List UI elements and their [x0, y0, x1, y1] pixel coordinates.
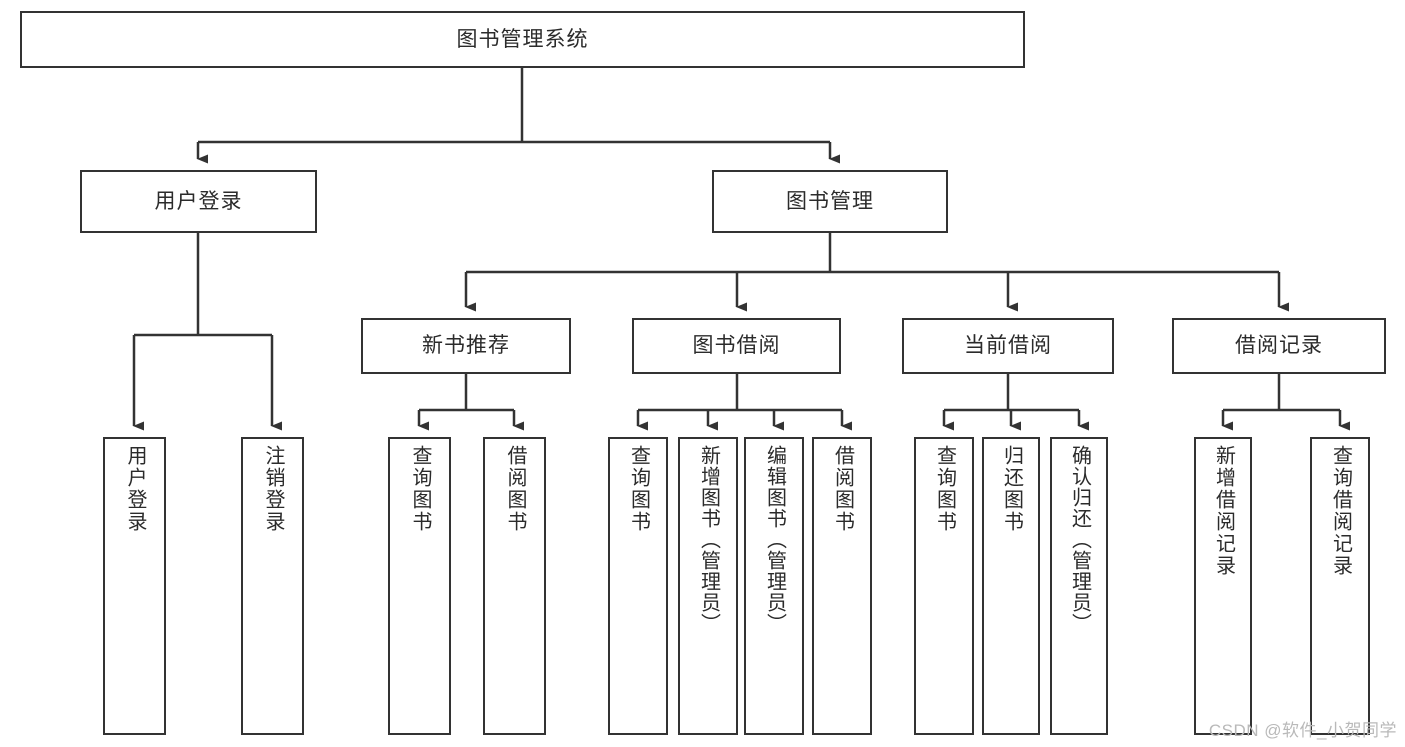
- node-leaf-3-label: 借阅图书: [504, 445, 526, 533]
- node-leaf-1[interactable]: 注销登录: [241, 437, 304, 735]
- node-leaf-6[interactable]: 编辑图书（管理员）: [744, 437, 804, 735]
- node-level1-1[interactable]: 图书管理: [712, 170, 948, 233]
- node-root-label: 图书管理系统: [456, 27, 589, 51]
- node-leaf-0-label: 用户登录: [124, 445, 146, 533]
- node-leaf-7-label: 借阅图书: [831, 445, 854, 533]
- node-leaf-2[interactable]: 查询图书: [388, 437, 451, 735]
- node-level2-0-label: 新书推荐: [422, 334, 510, 358]
- node-leaf-10[interactable]: 确认归还（管理员）: [1050, 437, 1108, 735]
- node-leaf-8[interactable]: 查询图书: [914, 437, 974, 735]
- node-leaf-6-label: 编辑图书（管理员）: [763, 445, 786, 634]
- node-level2-2-label: 当前借阅: [964, 334, 1052, 358]
- node-leaf-11-label: 新增借阅记录: [1212, 445, 1235, 577]
- node-leaf-4-label: 查询图书: [627, 445, 650, 533]
- node-leaf-0[interactable]: 用户登录: [103, 437, 166, 735]
- node-leaf-1-label: 注销登录: [262, 445, 284, 533]
- node-level2-2[interactable]: 当前借阅: [902, 318, 1114, 374]
- node-level2-3[interactable]: 借阅记录: [1172, 318, 1386, 374]
- node-leaf-11[interactable]: 新增借阅记录: [1194, 437, 1252, 735]
- node-leaf-5-label: 新增图书（管理员）: [697, 445, 720, 634]
- node-leaf-8-label: 查询图书: [933, 445, 956, 533]
- node-leaf-10-label: 确认归还（管理员）: [1068, 445, 1091, 634]
- node-leaf-12-label: 查询借阅记录: [1329, 445, 1352, 577]
- node-leaf-7[interactable]: 借阅图书: [812, 437, 872, 735]
- node-level1-0[interactable]: 用户登录: [80, 170, 317, 233]
- node-level2-1-label: 图书借阅: [692, 334, 781, 358]
- node-level1-0-label: 用户登录: [154, 189, 243, 213]
- watermark-text: CSDN @软件_小贺同学: [1208, 721, 1397, 740]
- node-leaf-4[interactable]: 查询图书: [608, 437, 668, 735]
- node-leaf-12[interactable]: 查询借阅记录: [1310, 437, 1370, 735]
- node-leaf-9[interactable]: 归还图书: [982, 437, 1040, 735]
- node-leaf-3[interactable]: 借阅图书: [483, 437, 546, 735]
- node-leaf-2-label: 查询图书: [409, 445, 431, 533]
- node-level2-1[interactable]: 图书借阅: [632, 318, 841, 374]
- node-leaf-9-label: 归还图书: [1000, 445, 1023, 533]
- node-root[interactable]: 图书管理系统: [20, 11, 1025, 68]
- node-leaf-5[interactable]: 新增图书（管理员）: [678, 437, 738, 735]
- node-level1-1-label: 图书管理: [786, 189, 874, 213]
- node-level2-0[interactable]: 新书推荐: [361, 318, 571, 374]
- node-level2-3-label: 借阅记录: [1235, 334, 1323, 358]
